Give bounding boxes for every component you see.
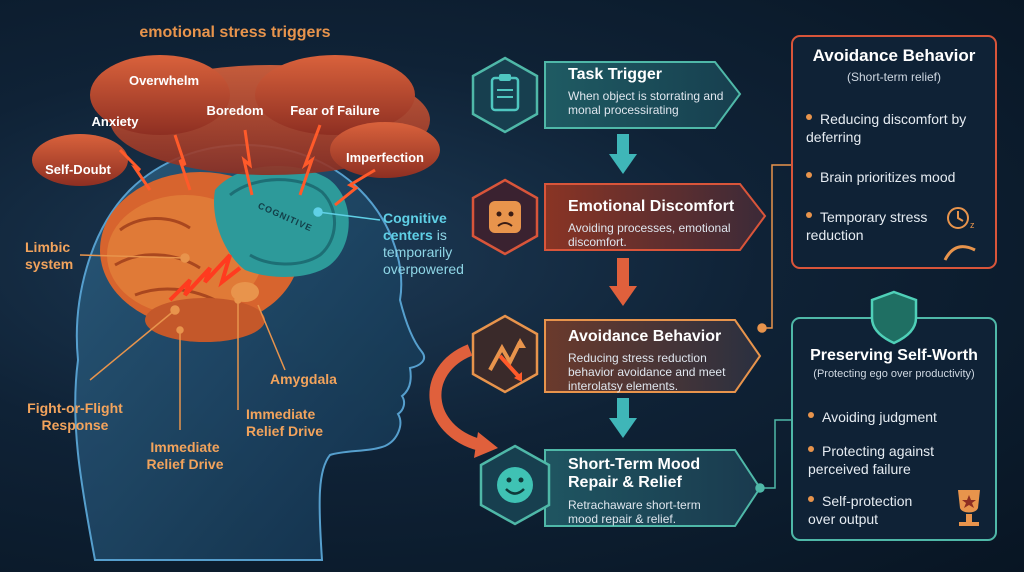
- diagram-title: emotional stress triggers: [139, 24, 331, 41]
- shield-icon: [870, 290, 918, 345]
- clock-person-icon: z: [943, 207, 976, 261]
- smiley-face-icon: [497, 467, 533, 503]
- trigger-overwhelm: Overwhelm: [128, 73, 200, 88]
- label-immediate-relief-1: Immediate Relief Drive: [146, 439, 224, 472]
- step-title: Emotional Discomfort: [568, 198, 735, 215]
- step-emotional-discomfort: Emotional Discomfort Avoiding processes,…: [568, 198, 753, 249]
- worried-face-icon: [489, 201, 521, 233]
- label-cognitive-centers: Cognitive centers is temporarily overpow…: [383, 210, 464, 277]
- step-desc: Reducing stress reduction behavior avoid…: [568, 351, 726, 393]
- avoidance-bullet: Temporary stress reduction: [806, 209, 928, 243]
- step-desc: Retrachaware short-term mood repair & re…: [568, 498, 701, 526]
- step-title: Task Trigger: [568, 66, 662, 83]
- selfworth-panel: Preserving Self-Worth (Protecting ego ov…: [792, 347, 996, 380]
- step-desc: Avoiding processes, emotional discomfort…: [568, 221, 731, 249]
- step-short-term-mood-repair: Short-Term Mood Repair & Relief Retracha…: [568, 456, 728, 526]
- panel-title: Avoidance Behavior: [812, 46, 976, 65]
- panel-subtitle: (Protecting ego over productivity): [813, 368, 975, 380]
- trigger-anxiety: Anxiety: [91, 114, 139, 129]
- label-amygdala: Amygdala: [270, 371, 337, 387]
- brain: [100, 166, 349, 342]
- step-shapes: [471, 56, 767, 527]
- step-title: Avoidance Behavior: [568, 328, 722, 345]
- clipboard-icon: [490, 74, 520, 112]
- trigger-imperfection: Imperfection: [345, 150, 424, 165]
- panel-subtitle: (Short-term relief): [846, 70, 941, 84]
- step-task-trigger: Task Trigger When object is storrating a…: [568, 66, 728, 117]
- selfworth-bullet: Avoiding judgment: [808, 408, 978, 426]
- side-panel-frames: [791, 35, 997, 541]
- flow-arrows: [429, 134, 637, 458]
- step-avoidance-behavior: Avoidance Behavior Reducing stress reduc…: [568, 328, 743, 393]
- label-limbic-system: Limbic system: [25, 239, 74, 272]
- avoidance-bullet: Brain prioritizes mood: [806, 168, 976, 186]
- step-desc: When object is storrating and monal proc…: [568, 89, 724, 117]
- trophy-icon: [958, 490, 980, 526]
- trigger-self-doubt: Self-Doubt: [45, 162, 111, 177]
- diverging-arrows-icon: [488, 338, 526, 382]
- trigger-boredom: Boredom: [206, 103, 264, 118]
- label-immediate-relief-2: Immediate Relief Drive: [246, 406, 324, 439]
- panel-connectors: [755, 164, 792, 493]
- svg-text:z: z: [970, 220, 975, 230]
- trigger-clouds: [32, 55, 440, 207]
- label-leader-lines: [79, 207, 381, 430]
- selfworth-bullet: Self-protection over output: [808, 493, 913, 527]
- panel-title: Preserving Self-Worth: [810, 347, 978, 364]
- avoidance-bullet: Reducing discomfort by deferring: [806, 111, 967, 145]
- selfworth-bullet: Protecting against perceived failure: [808, 443, 935, 477]
- trigger-fear-of-failure: Fear of Failure: [290, 103, 380, 118]
- step-title: Short-Term Mood Repair & Relief: [568, 456, 701, 491]
- label-fight-or-flight: Fight-or-Flight Response: [27, 400, 123, 433]
- avoidance-panel: Avoidance Behavior (Short-term relief): [792, 46, 996, 84]
